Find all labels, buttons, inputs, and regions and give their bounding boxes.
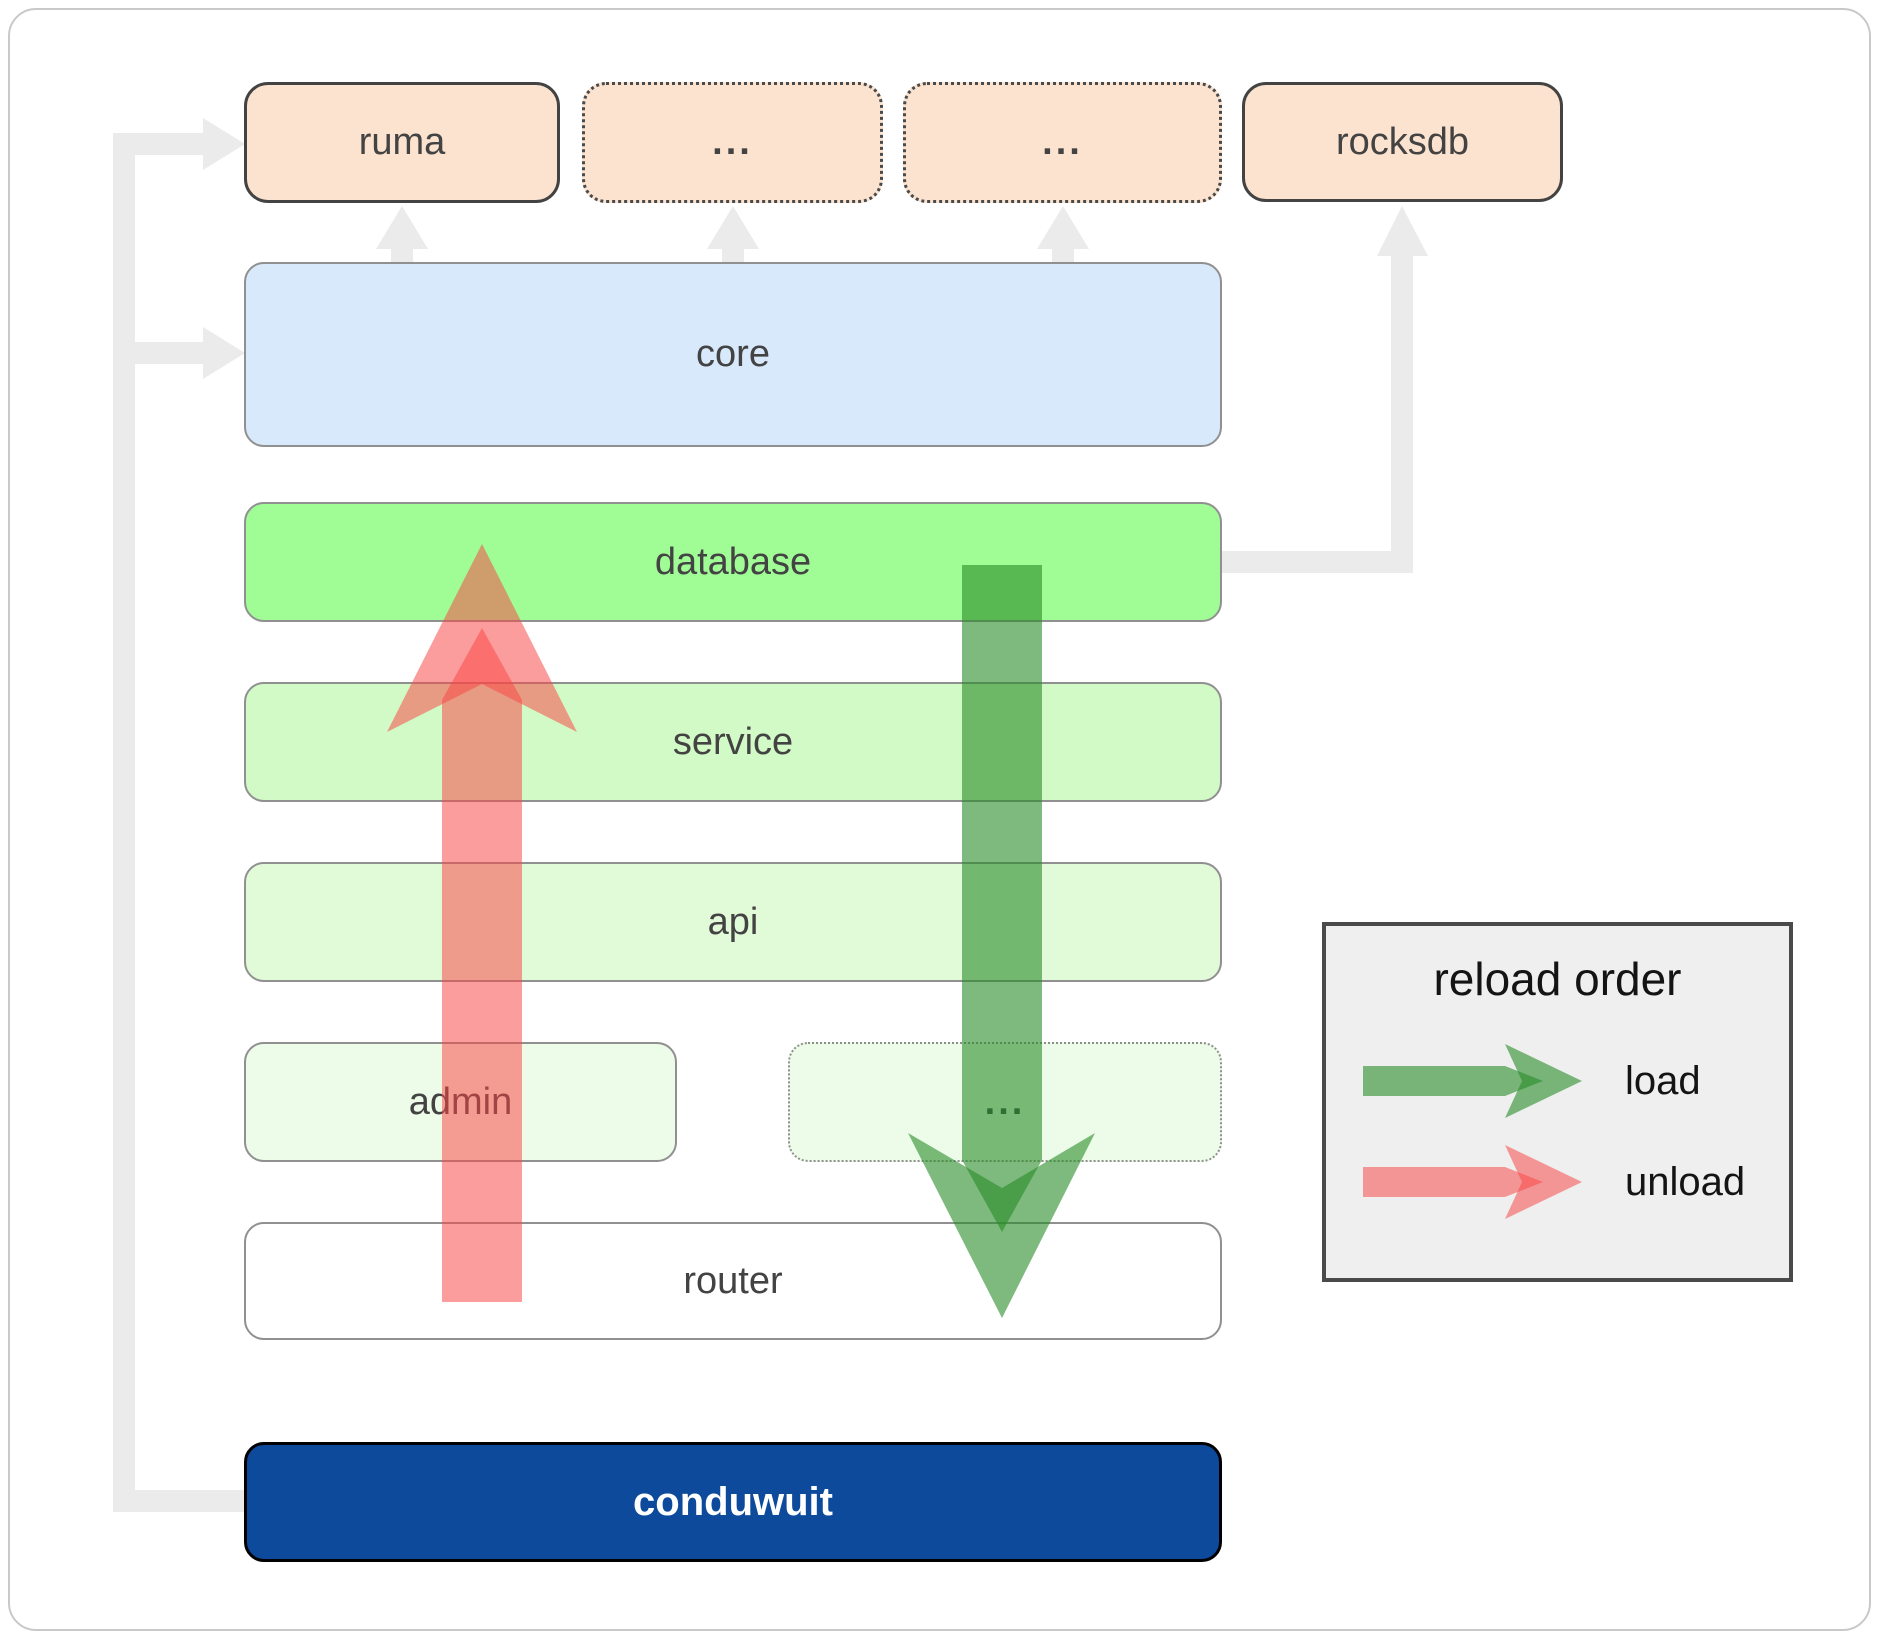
node-service: service [244,682,1222,802]
node-ellipsis-top-1: ... [582,82,883,203]
node-ellipsis-top-2: ... [903,82,1222,203]
node-api-label: api [707,900,759,943]
outer-frame [8,8,1871,1631]
node-rocksdb-label: rocksdb [1335,120,1470,163]
node-router: router [244,1222,1222,1340]
node-database-label: database [654,540,812,583]
legend-unload-label: unload [1625,1160,1746,1204]
node-admin-label: admin [408,1080,513,1123]
node-rocksdb: rocksdb [1242,82,1563,202]
node-ellipsis-top-1-label: ... [712,121,753,163]
node-ellipsis-mid: ... [788,1042,1222,1162]
node-ellipsis-top-2-label: ... [1042,121,1083,163]
node-conduwuit: conduwuit [244,1442,1222,1562]
node-router-label: router [683,1259,783,1302]
node-service-label: service [672,720,794,763]
node-api: api [244,862,1222,982]
node-core: core [244,262,1222,447]
legend-title: reload order [1433,953,1682,1005]
node-ruma-label: ruma [358,121,446,163]
node-ruma: ruma [244,82,560,203]
node-core-label: core [696,333,770,375]
legend-load-label: load [1625,1059,1701,1103]
node-admin: admin [244,1042,677,1162]
node-ellipsis-mid-label: ... [984,1080,1026,1123]
node-conduwuit-label: conduwuit [633,1479,833,1524]
node-database: database [244,502,1222,622]
